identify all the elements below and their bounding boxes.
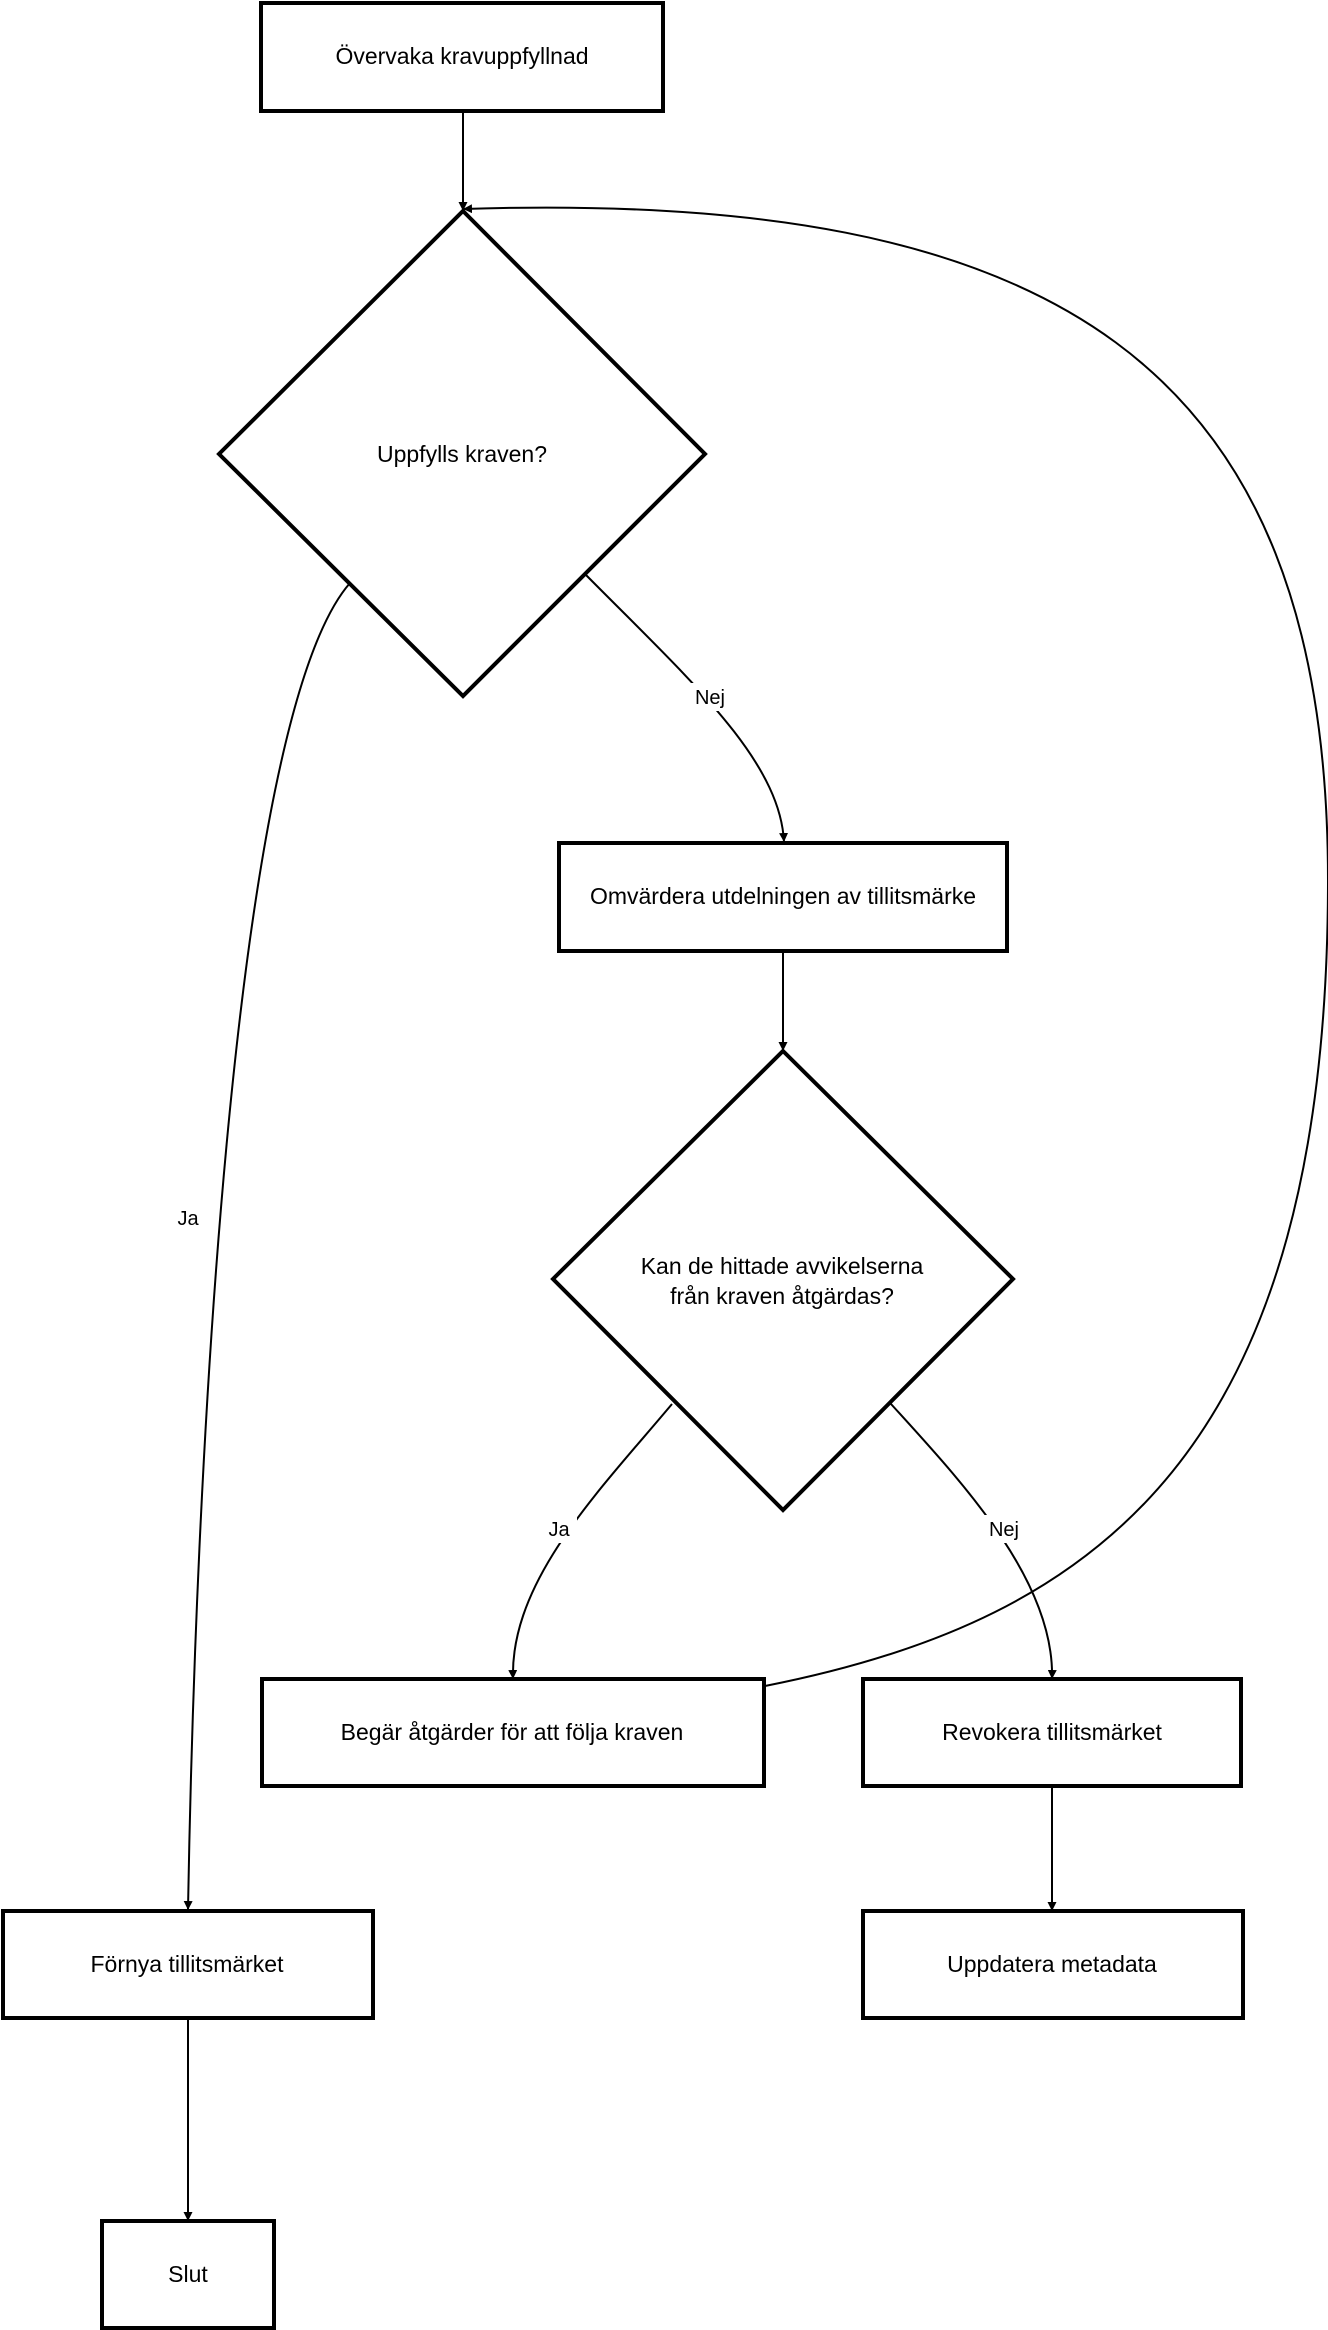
node-request-actions: Begär åtgärder för att följa kraven bbox=[260, 1677, 766, 1788]
node-update-metadata: Uppdatera metadata bbox=[861, 1909, 1245, 2020]
node-reassess-trustmark-label: Omvärdera utdelningen av tillitsmärke bbox=[590, 883, 976, 909]
edge-fix-no-to-revoke bbox=[890, 1403, 1057, 1680]
node-renew-trustmark-label: Förnya tillitsmärket bbox=[91, 1951, 285, 1977]
node-end: Slut bbox=[100, 2219, 276, 2330]
node-update-metadata-label: Uppdatera metadata bbox=[947, 1951, 1157, 1977]
decision-requirements-met-label: Uppfylls kraven? bbox=[377, 441, 547, 467]
edge-label-fix-yes-text: Ja bbox=[548, 1519, 570, 1541]
decision-can-fix-deviations: Kan de hittade avvikelserna från kraven … bbox=[550, 1048, 1016, 1513]
node-revoke-trustmark-label: Revokera tillitsmärket bbox=[942, 1719, 1162, 1745]
node-end-label: Slut bbox=[168, 2261, 208, 2287]
decision-requirements-met: Uppfylls kraven? bbox=[216, 208, 708, 699]
edge-label-fix-no-text: Nej bbox=[989, 1519, 1019, 1541]
edge-label-requirements-no-text: Nej bbox=[695, 687, 725, 709]
node-monitor-compliance: Övervaka kravuppfyllnad bbox=[259, 1, 665, 113]
decision-can-fix-deviations-line-1: Kan de hittade avvikelserna bbox=[641, 1253, 924, 1279]
edge-label-fix-no: Nej bbox=[981, 1515, 1027, 1543]
edge-label-fix-yes: Ja bbox=[541, 1515, 577, 1543]
edge-decision-no-to-reassess bbox=[585, 574, 789, 843]
edge-fix-yes-to-request-actions bbox=[508, 1403, 673, 1680]
node-revoke-trustmark: Revokera tillitsmärket bbox=[861, 1677, 1243, 1788]
node-monitor-compliance-label: Övervaka kravuppfyllnad bbox=[335, 43, 588, 69]
edge-label-requirements-yes: Ja bbox=[168, 1204, 208, 1232]
edge-label-requirements-no: Nej bbox=[688, 683, 732, 711]
node-reassess-trustmark: Omvärdera utdelningen av tillitsmärke bbox=[557, 841, 1009, 953]
node-request-actions-label: Begär åtgärder för att följa kraven bbox=[341, 1719, 684, 1745]
decision-can-fix-deviations-line-2: från kraven åtgärdas? bbox=[670, 1283, 894, 1309]
node-renew-trustmark: Förnya tillitsmärket bbox=[1, 1909, 375, 2020]
edge-decision-yes-to-renew bbox=[183, 582, 351, 1911]
edge-label-requirements-yes-text: Ja bbox=[177, 1208, 199, 1230]
